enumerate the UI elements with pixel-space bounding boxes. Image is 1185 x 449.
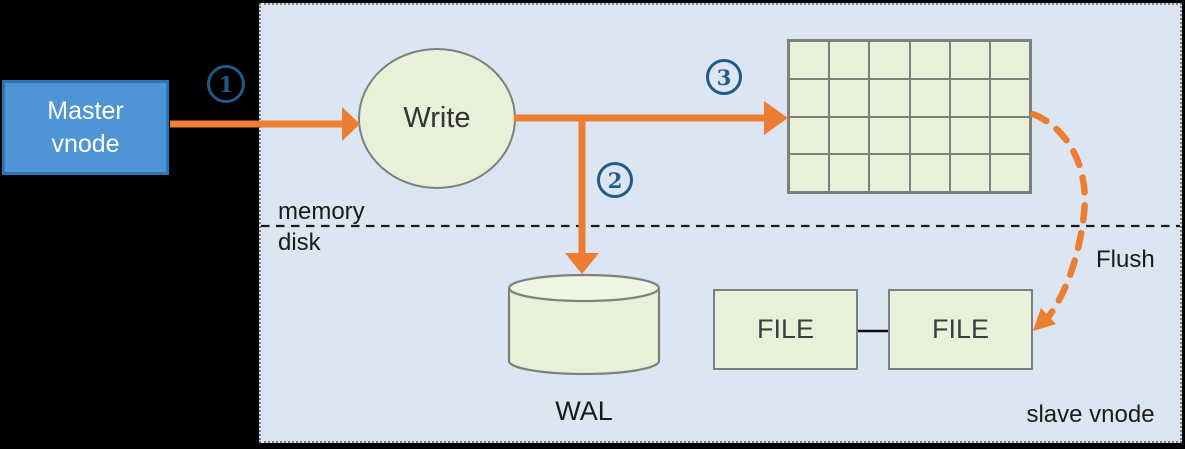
memtable-cell	[989, 116, 1030, 155]
step-badge-2: 2	[597, 162, 633, 198]
memtable-cell	[829, 78, 870, 117]
write-ellipse: Write	[358, 48, 516, 189]
memtable-grid	[787, 39, 1032, 194]
memtable-cell	[789, 41, 830, 79]
memtable-cell	[829, 116, 870, 155]
file-box-left: FILE	[713, 289, 858, 370]
memtable-cell	[909, 116, 950, 155]
file-box-right: FILE	[888, 289, 1033, 370]
memtable-cell	[789, 154, 830, 192]
memtable-cell	[909, 41, 950, 79]
memtable-cell	[829, 41, 870, 79]
master-vnode-box: Master vnode	[2, 80, 169, 175]
memory-label: memory	[278, 198, 365, 225]
flush-label: Flush	[1096, 246, 1155, 273]
disk-label: disk	[278, 229, 321, 256]
memtable-cell	[949, 116, 990, 155]
memtable-cell	[869, 78, 910, 117]
wal-label: WAL	[555, 396, 613, 426]
memtable-cell	[869, 154, 910, 192]
memtable-cell	[789, 116, 830, 155]
memtable-cell	[829, 154, 870, 192]
memtable-cell	[949, 78, 990, 117]
memtable-cell	[909, 78, 950, 117]
slave-vnode-label: slave vnode	[1026, 401, 1155, 428]
memtable-cell	[869, 116, 910, 155]
step-badge-1: 1	[207, 65, 245, 103]
memtable-cell	[909, 154, 950, 192]
memtable-cell	[949, 154, 990, 192]
memtable-cell	[989, 154, 1030, 192]
memtable-cell	[789, 78, 830, 117]
memtable-cell	[869, 41, 910, 79]
step-badge-3: 3	[706, 59, 742, 95]
memtable-cell	[949, 41, 990, 79]
memtable-cell	[989, 78, 1030, 117]
memtable-cell	[989, 41, 1030, 79]
